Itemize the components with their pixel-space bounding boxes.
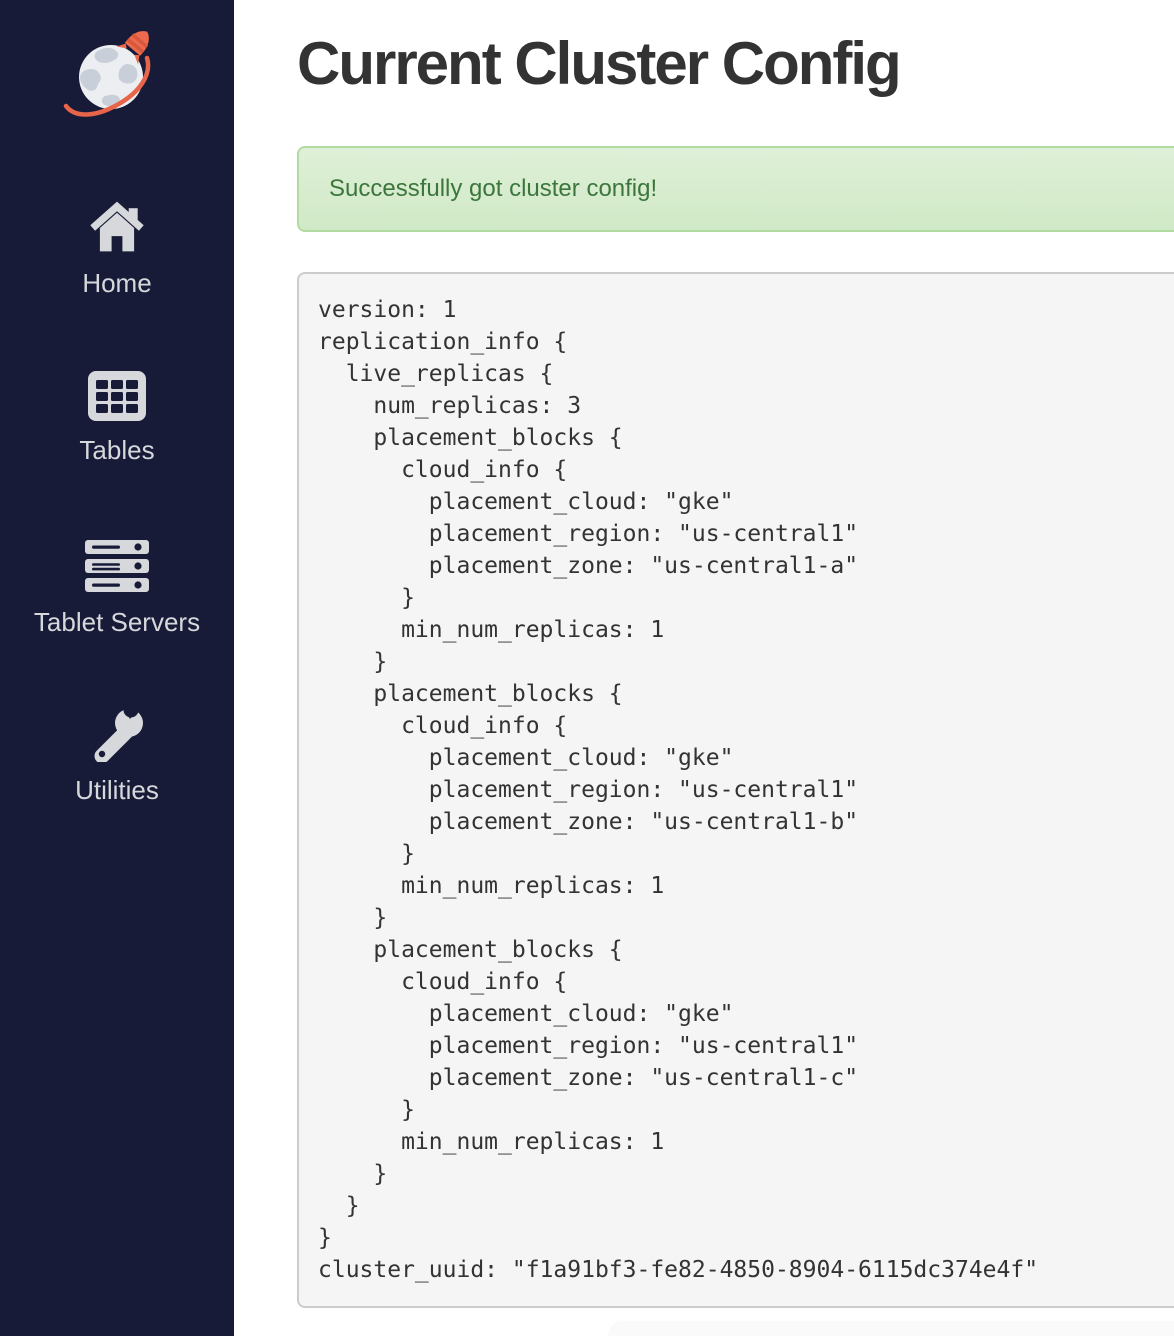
main-content: Current Cluster Config Successfully got … <box>234 0 1174 1336</box>
sidebar-item-tables[interactable]: Tables <box>0 370 234 465</box>
page-title: Current Cluster Config <box>297 30 902 97</box>
success-alert: Successfully got cluster config! <box>297 146 1174 232</box>
success-alert-message: Successfully got cluster config! <box>329 175 658 202</box>
cluster-config-code-block: version: 1 replication_info { live_repli… <box>297 272 1174 1308</box>
sidebar-item-label: Tablet Servers <box>33 607 201 637</box>
wrench-icon <box>0 706 234 762</box>
table-cells-icon <box>0 370 234 422</box>
sidebar-item-tablet-servers[interactable]: Tablet Servers <box>0 540 234 637</box>
sidebar-item-label: Tables <box>79 435 155 465</box>
partial-element-below <box>608 1321 1174 1336</box>
server-stack-icon <box>0 540 234 594</box>
home-icon <box>0 201 234 255</box>
sidebar-item-label: Utilities <box>75 775 159 805</box>
sidebar-item-utilities[interactable]: Utilities <box>0 706 234 805</box>
sidebar-item-label: Home <box>82 268 152 298</box>
planet-rocket-logo <box>0 28 234 124</box>
sidebar-item-home[interactable]: Home <box>0 201 234 298</box>
sidebar: Home Tables <box>0 0 234 1336</box>
